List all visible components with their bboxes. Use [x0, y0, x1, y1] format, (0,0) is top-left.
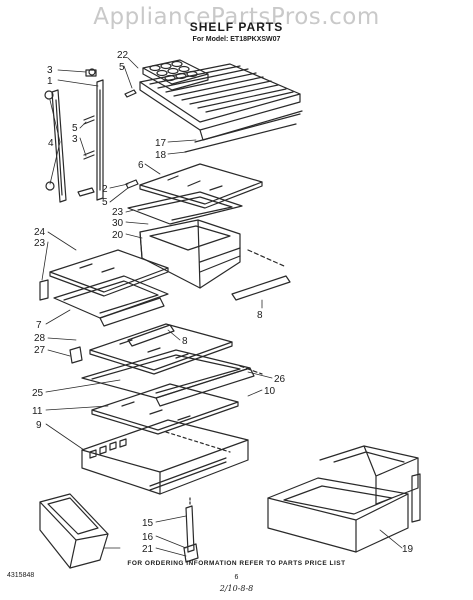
callout-17: 17 [155, 138, 167, 149]
handwritten-note: 2/10-8-8 [219, 584, 254, 593]
glass-shelf-lower [91, 383, 239, 435]
glass-shelf-upper [139, 163, 263, 209]
callout-10: 10 [264, 386, 276, 397]
egg-tray [142, 59, 209, 91]
watermark: AppliancePartsPros.com [93, 4, 380, 30]
callout-20: 20 [112, 230, 124, 241]
callout-5c: 5 [102, 197, 108, 208]
utility-bin [39, 493, 109, 569]
callout-30: 30 [112, 218, 124, 229]
callout-18: 18 [155, 150, 167, 161]
callout-21: 21 [142, 544, 154, 555]
crisper-drawers [267, 445, 421, 553]
callout-1: 1 [47, 76, 53, 87]
callout-24: 24 [34, 227, 46, 238]
callout-9: 9 [36, 420, 42, 431]
callout-5b: 5 [72, 123, 78, 134]
callout-19: 19 [402, 544, 414, 555]
glass-shelf-middle [69, 323, 233, 375]
callout-3b: 3 [72, 134, 78, 145]
callout-2: 2 [102, 184, 108, 195]
callout-16: 16 [142, 532, 154, 543]
page-number: 6 [234, 574, 239, 581]
callout-27: 27 [34, 345, 46, 356]
callout-7: 7 [36, 320, 42, 331]
callout-numbers: 22 5 3 1 17 18 4 5 3 6 2 5 23 30 20 24 2… [32, 50, 414, 555]
crisper-bracket [183, 497, 199, 563]
callout-8: 8 [257, 310, 263, 321]
leader-lines [41, 57, 403, 557]
callout-3: 3 [47, 65, 53, 76]
callout-22: 22 [117, 50, 129, 61]
callout-5: 5 [119, 62, 125, 73]
diagram-title: SHELF PARTS [189, 20, 284, 34]
shelf-frame [53, 275, 169, 327]
callout-23b: 23 [34, 238, 46, 249]
glass-shelf-left [39, 249, 169, 301]
shelf-frame-lower [81, 349, 263, 407]
document-number: 4315848 [7, 572, 35, 579]
shelf-ladders [44, 68, 139, 203]
callout-4: 4 [48, 138, 54, 149]
ordering-info: FOR ORDERING INFORMATION REFER TO PARTS … [127, 560, 346, 567]
callout-8b: 8 [182, 336, 188, 347]
shelf-trim-right [231, 275, 291, 301]
callout-23: 23 [112, 207, 124, 218]
callout-25: 25 [32, 388, 44, 399]
callout-15: 15 [142, 518, 154, 529]
callout-6: 6 [138, 160, 144, 171]
model-subtitle: For Model: ET18PKXSW07 [192, 36, 281, 43]
callout-28: 28 [34, 333, 46, 344]
meat-drawer [127, 191, 243, 289]
crisper-cover [81, 419, 249, 495]
callout-11: 11 [32, 406, 43, 417]
callout-26: 26 [274, 374, 286, 385]
